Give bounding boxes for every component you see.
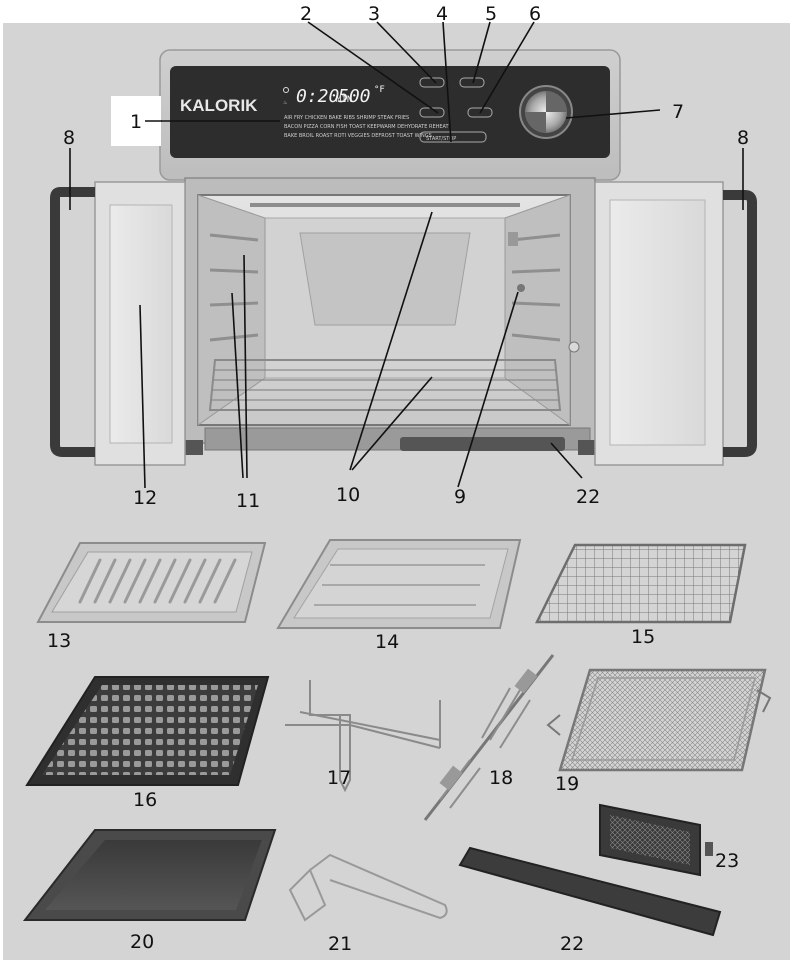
brand-logo: KALORIK xyxy=(180,96,258,115)
callout-8-left: 8 xyxy=(63,127,75,149)
shelf-guides xyxy=(209,233,561,342)
air-fryer-oven: KALORIK ♨ 0:20 MIN 500 °F AIR FRY CHICKE… xyxy=(50,49,757,466)
callout-12: 12 xyxy=(133,487,157,509)
right-door-handle[interactable] xyxy=(723,190,757,457)
button-6[interactable] xyxy=(467,107,493,118)
callout-23: 23 xyxy=(715,850,739,872)
back-vent xyxy=(299,232,471,326)
inner-wire-rack xyxy=(208,359,562,411)
leader-lines xyxy=(69,21,744,489)
accessory-22-crumb-tray xyxy=(458,846,722,937)
callout-2: 2 xyxy=(300,3,312,25)
callout-20: 20 xyxy=(130,931,154,953)
accessory-23-filter xyxy=(599,803,713,877)
callout-8-right: 8 xyxy=(737,127,749,149)
control-panel xyxy=(170,66,610,158)
crumb-tray[interactable] xyxy=(400,437,565,451)
display-temperature: 500 xyxy=(338,86,371,107)
digital-display: ♨ 0:20 MIN 500 °F xyxy=(283,85,385,107)
callout-13: 13 xyxy=(47,630,71,652)
callout-18: 18 xyxy=(489,767,513,789)
callout-3: 3 xyxy=(368,3,380,25)
callout-15: 15 xyxy=(631,626,655,648)
accessory-19-mesh-basket xyxy=(546,668,772,772)
button-5[interactable] xyxy=(459,77,485,88)
preset-row-3: BAKE BROIL ROAST ROTI VEGGIES DEFROST TO… xyxy=(284,133,432,139)
callout-22-bottom: 22 xyxy=(560,933,584,955)
left-door-handle[interactable] xyxy=(50,187,95,457)
svg-text:♨: ♨ xyxy=(283,100,287,106)
callout-19: 19 xyxy=(555,773,579,795)
start-stop-button[interactable] xyxy=(419,131,487,143)
right-door-glass xyxy=(609,199,706,446)
callout-11: 11 xyxy=(236,490,260,512)
accessory-13-ribbed-tray xyxy=(36,542,267,623)
display-unit: °F xyxy=(374,85,385,95)
preset-row-2: BACON PIZZA CORN FISH TOAST KEEPWARM DEH… xyxy=(284,124,450,130)
callout-14: 14 xyxy=(375,631,399,653)
callout-numbers: 1 2 3 4 5 6 7 8 8 9 10 11 12 22 13 14 15… xyxy=(47,3,749,955)
callout-17: 17 xyxy=(327,767,351,789)
accessory-20-baking-pan xyxy=(22,829,277,921)
rotisserie-socket xyxy=(517,284,525,292)
accessory-14-baking-sheet xyxy=(276,539,522,629)
accessory-18-rotisserie-spit xyxy=(423,654,555,821)
preset-row-1: AIR FRY CHICKEN BAKE RIBS SHRIMP STEAK F… xyxy=(284,115,409,121)
callout-16: 16 xyxy=(133,789,157,811)
callout-21: 21 xyxy=(328,933,352,955)
display-time: 0:20 xyxy=(296,86,339,107)
callout-5: 5 xyxy=(485,3,497,25)
svg-text:MIN: MIN xyxy=(336,95,352,105)
callout-1: 1 xyxy=(130,111,142,133)
callout-22-top: 22 xyxy=(576,486,600,508)
accessory-16-grill-plate xyxy=(25,676,270,786)
right-door[interactable] xyxy=(594,181,757,466)
callout-4: 4 xyxy=(436,3,448,25)
accessory-21-pan-handle xyxy=(288,853,448,922)
svg-text:START/STOP: START/STOP xyxy=(426,136,456,142)
callout-10: 10 xyxy=(336,484,360,506)
callout-7: 7 xyxy=(672,101,684,123)
callout-6: 6 xyxy=(529,3,541,25)
callout-9: 9 xyxy=(454,486,466,508)
accessory-15-wire-rack xyxy=(534,543,747,624)
accessory-17-rack-lifter xyxy=(285,680,441,793)
